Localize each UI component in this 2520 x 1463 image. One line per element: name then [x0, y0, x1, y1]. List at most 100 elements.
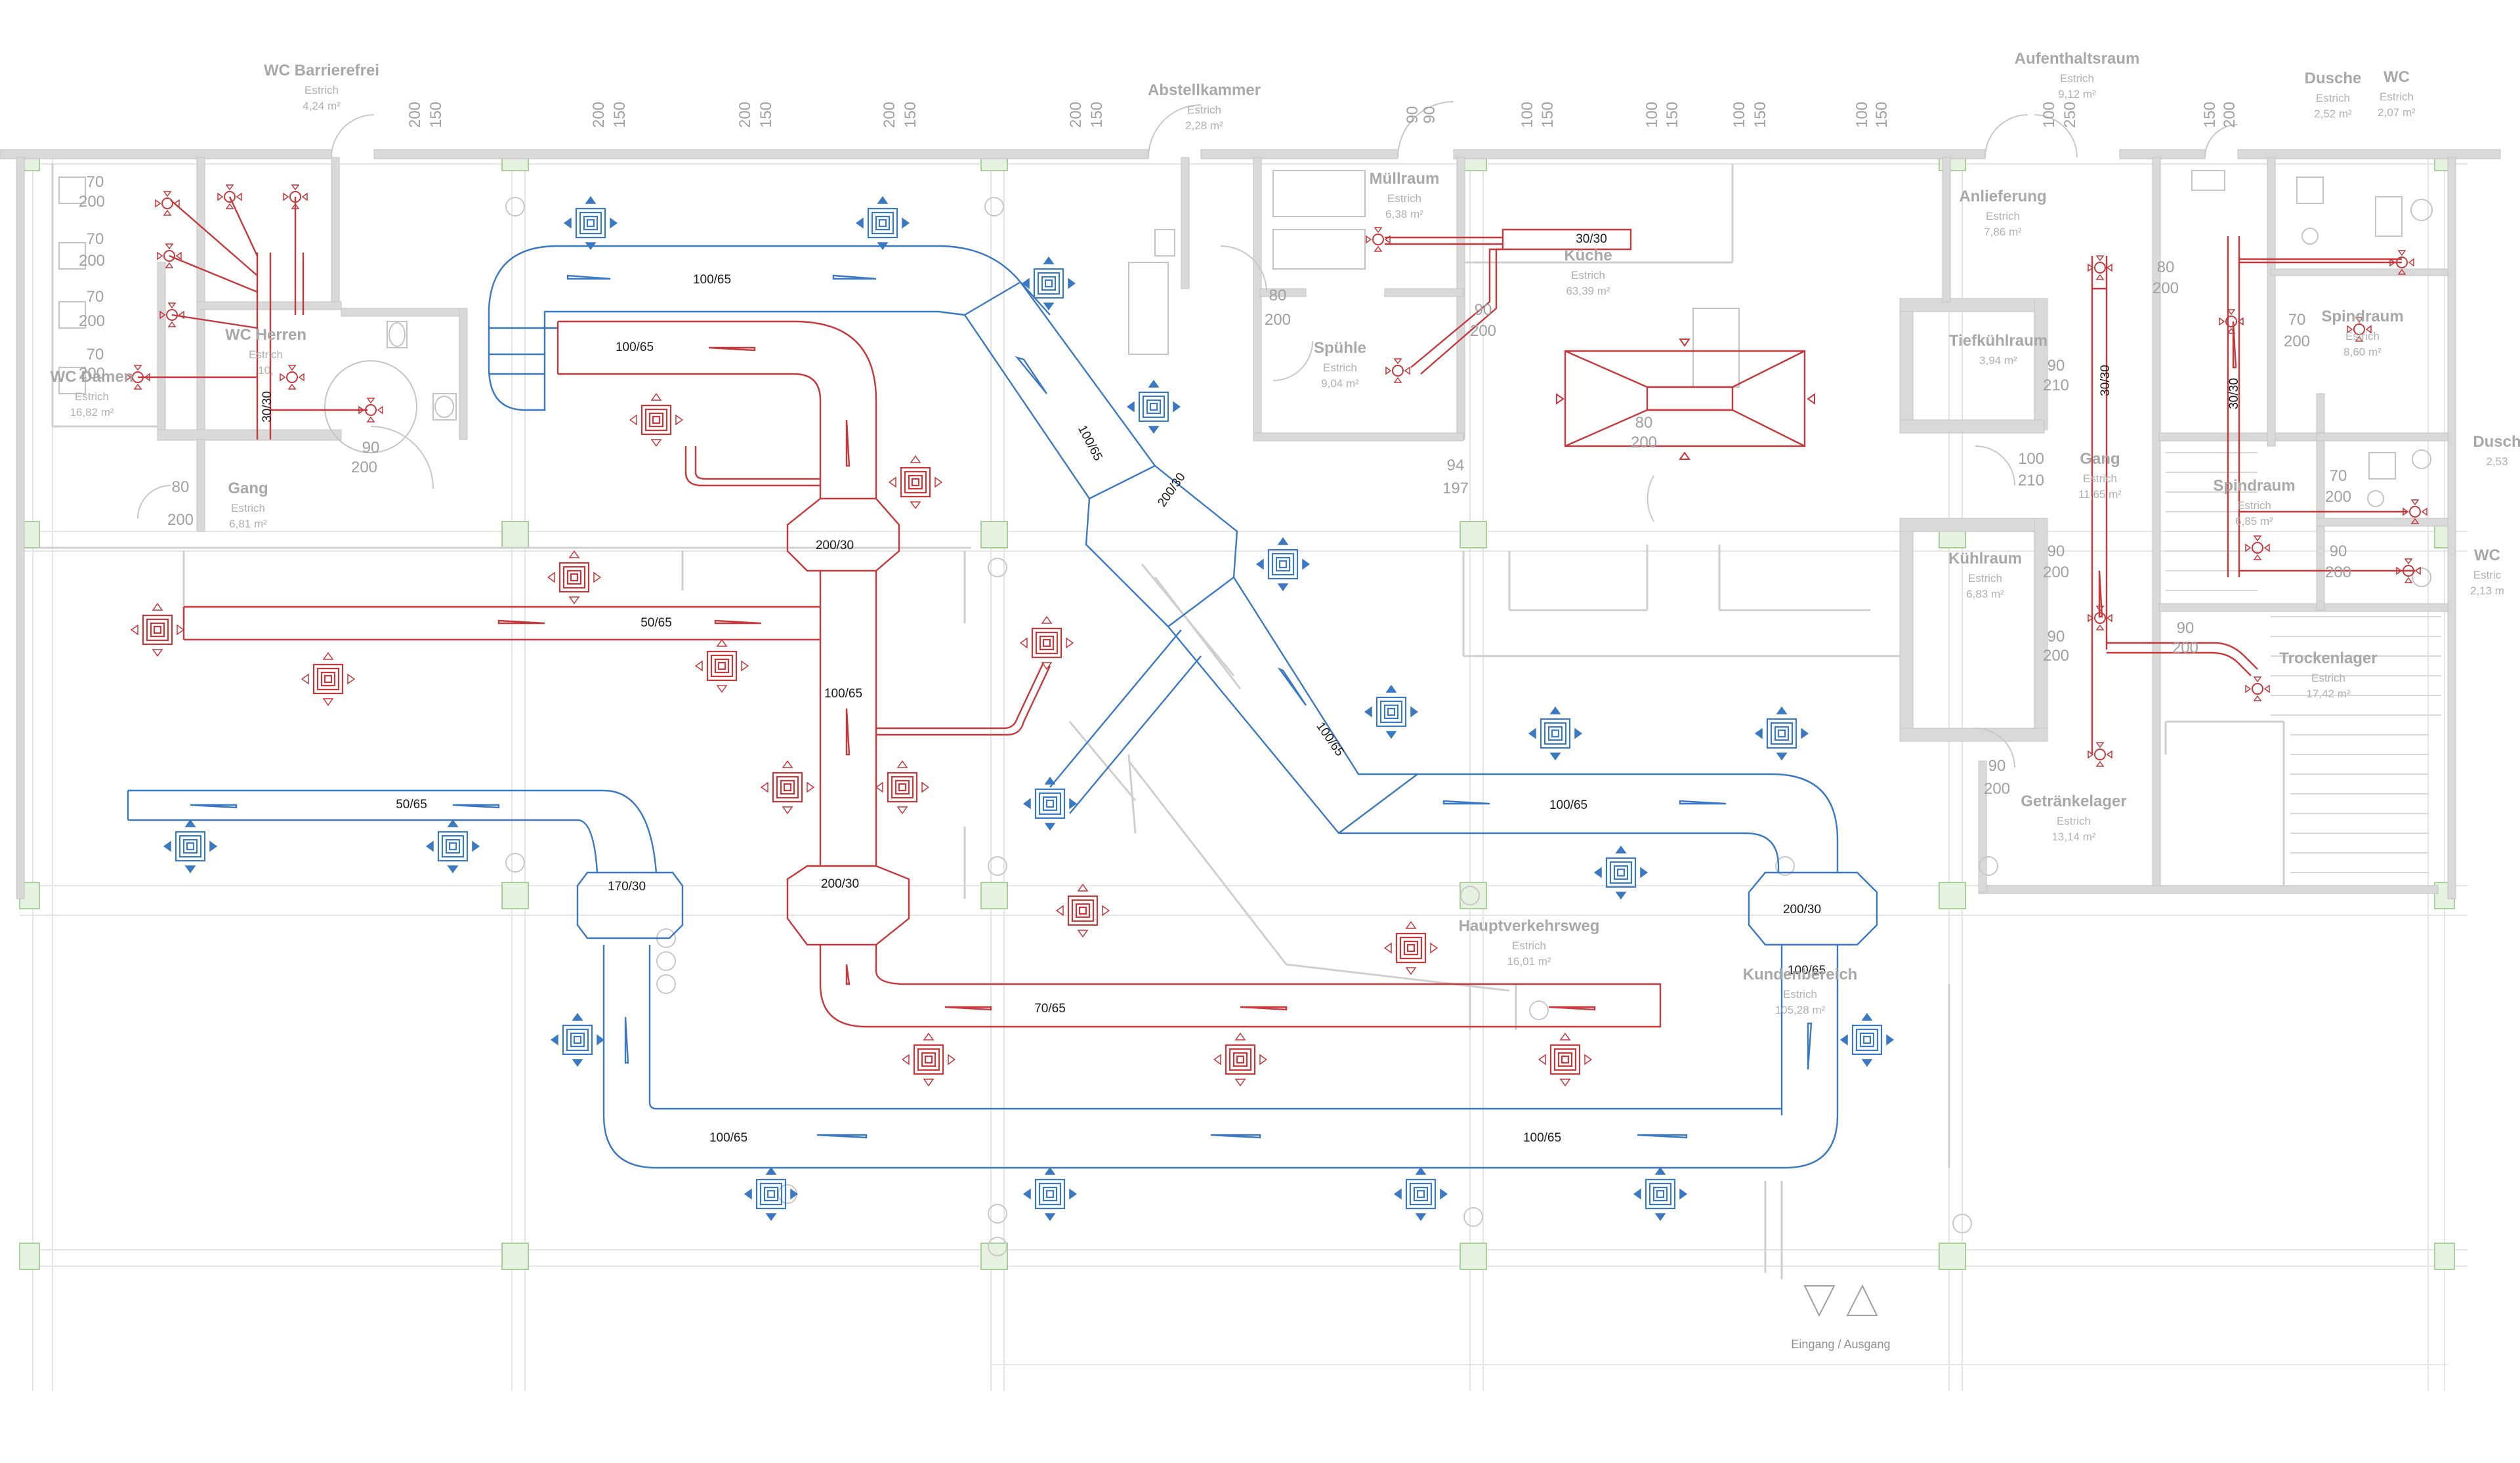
supply-register-icon — [744, 1166, 799, 1222]
room-area-wc-barrierefrei: 4,24 m² — [303, 100, 341, 112]
structural-grid — [20, 151, 2468, 1391]
dimension-top: 150 — [1088, 102, 1106, 128]
extract-valve-icon — [1366, 227, 1391, 252]
dimension-top: 150 — [902, 102, 919, 128]
room-name-abstellkammer: Abstellkammer — [1148, 81, 1261, 99]
room-name-dusche-top: Dusche — [2305, 70, 2362, 87]
duct-label: 30/30 — [2099, 365, 2112, 396]
extract-register-icon — [760, 760, 815, 815]
extract-valve-icon — [2088, 606, 2112, 630]
duct-label: 200/30 — [821, 877, 859, 891]
dimension-top: 90 — [1404, 106, 1421, 124]
duct-label: 100/65 — [1313, 720, 1347, 759]
duct-label: 100/65 — [1549, 798, 1587, 812]
duct-label: 50/65 — [640, 616, 672, 630]
kitchen-hood — [1564, 350, 1806, 447]
extract-register-icon — [301, 651, 356, 707]
supply-register-icon — [1255, 537, 1311, 592]
room-name-dusche-right: Dusch — [2473, 433, 2520, 451]
room-area-abstellkammer: 2,28 m² — [1185, 119, 1223, 132]
room-name-aufenthaltsraum: Aufenthaltsraum — [2015, 50, 2140, 68]
extract-valve-icon — [280, 365, 304, 390]
hood-arrow-icon — [1679, 339, 1690, 347]
room-name-trockenlager: Trockenlager — [2279, 649, 2377, 667]
supply-register-icon — [163, 819, 218, 874]
dimension-top: 100 — [1519, 102, 1536, 128]
supply-register-icon — [1126, 379, 1181, 434]
dimension-top: 200 — [881, 102, 898, 128]
extract-valve-icon — [358, 398, 383, 422]
dimension-door: 70 — [87, 173, 104, 191]
room-floor-wc-damen: Estrich — [75, 390, 109, 403]
supply-transition-right — [1748, 871, 1878, 946]
duct-label: 100/65 — [1788, 964, 1826, 978]
room-area-gang-left: 6,81 m² — [229, 518, 267, 530]
room-area-dusche-right: 2,53 — [2486, 455, 2508, 468]
dimension-top: 100 — [1731, 102, 1748, 128]
supply-register-icon — [1754, 706, 1809, 761]
supply-register-icon — [1528, 706, 1583, 761]
dimension-door: 210 — [2018, 472, 2044, 489]
dimension-top: 200 — [736, 102, 754, 128]
room-floor-spindraum-top: Estrich — [2345, 330, 2380, 342]
entrance-marker: Eingang / Ausgang — [1780, 1181, 1891, 1351]
dimension-door: 200 — [1631, 434, 1657, 451]
dimension-top: 100 — [1853, 102, 1871, 128]
extract-duct-network — [138, 196, 2415, 1028]
dimension-door: 100 — [2018, 450, 2044, 468]
dimension-door: 90 — [2048, 357, 2065, 375]
duct-label: 50/65 — [396, 798, 427, 812]
supply-register-icon — [855, 196, 910, 251]
dimension-top: 150 — [611, 102, 629, 128]
dimension-door: 90 — [1475, 301, 1492, 319]
room-area-kueche: 63,39 m² — [1566, 285, 1610, 297]
dimension-door: 90 — [2048, 543, 2065, 560]
room-area-kundenbereich: 105,28 m² — [1775, 1004, 1826, 1016]
dimension-door: 200 — [1984, 780, 2010, 798]
room-name-anlieferung: Anlieferung — [1959, 188, 2046, 205]
dimension-top: 200 — [590, 102, 608, 128]
supply-transition-200-30 — [1085, 464, 1238, 628]
room-name-wc-right: WC — [2474, 546, 2500, 564]
extract-valve-icon — [2396, 558, 2421, 583]
room-area-spuele: 9,04 m² — [1321, 377, 1359, 390]
duct-label: 200/30 — [1155, 470, 1188, 510]
supply-register-icon — [1839, 1012, 1895, 1067]
dimension-top: 90 — [1421, 106, 1438, 124]
extract-arrows — [497, 321, 2237, 1011]
extract-valve-icon — [1385, 358, 1410, 383]
room-floor-wc-herren: Estrich — [249, 348, 283, 361]
room-name-wc-damen: WC Damen — [51, 368, 134, 386]
supply-register-icon — [1633, 1166, 1688, 1222]
dimension-door: 200 — [1265, 311, 1291, 329]
extract-register-icon — [130, 602, 185, 657]
supply-register-icon — [425, 819, 480, 874]
extract-register-icon — [547, 550, 602, 605]
extract-valve-icon — [157, 243, 182, 268]
room-area-wc-top: 2,07 m² — [2378, 106, 2416, 119]
room-floor-getraenkelager: Estrich — [2057, 815, 2091, 827]
room-area-anlieferung: 7,86 m² — [1984, 226, 2022, 238]
room-floor-spuele: Estrich — [1323, 361, 1357, 374]
dimension-door: 200 — [2152, 279, 2179, 297]
dimension-door: 200 — [79, 312, 105, 330]
supply-register-icon — [1593, 845, 1648, 900]
extract-register-icon — [875, 760, 930, 815]
room-floor-wc-barrierefrei: Estrich — [304, 84, 339, 96]
room-area-wc-right: 2,13 m — [2470, 585, 2504, 597]
grey-circles — [505, 197, 1998, 1256]
dimension-door: 90 — [2330, 543, 2347, 560]
duct-label: 30/30 — [1576, 232, 1607, 246]
room-floor-wc-top: Estrich — [2380, 91, 2414, 103]
dimension-top: 250 — [2061, 102, 2079, 128]
duct-label: 100/65 — [709, 1131, 747, 1145]
dimension-top: 200 — [406, 102, 424, 128]
extract-valve-icon — [2088, 742, 2112, 767]
dimension-door: 80 — [1269, 287, 1287, 304]
dimension-top: 100 — [1643, 102, 1661, 128]
dimension-door: 70 — [87, 346, 104, 363]
room-floor-abstellkammer: Estrich — [1187, 104, 1221, 116]
